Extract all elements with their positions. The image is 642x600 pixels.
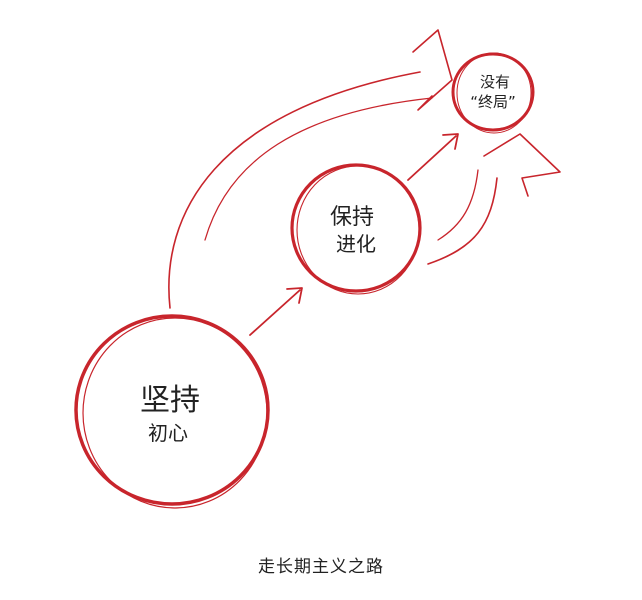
right-arc-arrow: [427, 133, 561, 265]
node-end-line2: “终局”: [470, 93, 516, 111]
node-end: 没有 “终局”: [451, 52, 535, 134]
diagram-caption: 走长期主义之路: [258, 557, 384, 577]
node-end-line1: 没有: [480, 73, 510, 91]
node-middle-line1: 保持: [330, 205, 374, 230]
middle-to-end-arrow: [407, 133, 459, 181]
node-middle: 保持 进化: [290, 163, 422, 295]
start-to-middle-arrow: [249, 287, 303, 336]
node-start: 坚持 初心: [74, 314, 270, 509]
outer-arc-arrow: [168, 29, 453, 309]
node-start-line2: 初心: [148, 421, 188, 445]
node-start-line1: 坚持: [140, 383, 200, 418]
node-middle-line2: 进化: [336, 232, 376, 256]
